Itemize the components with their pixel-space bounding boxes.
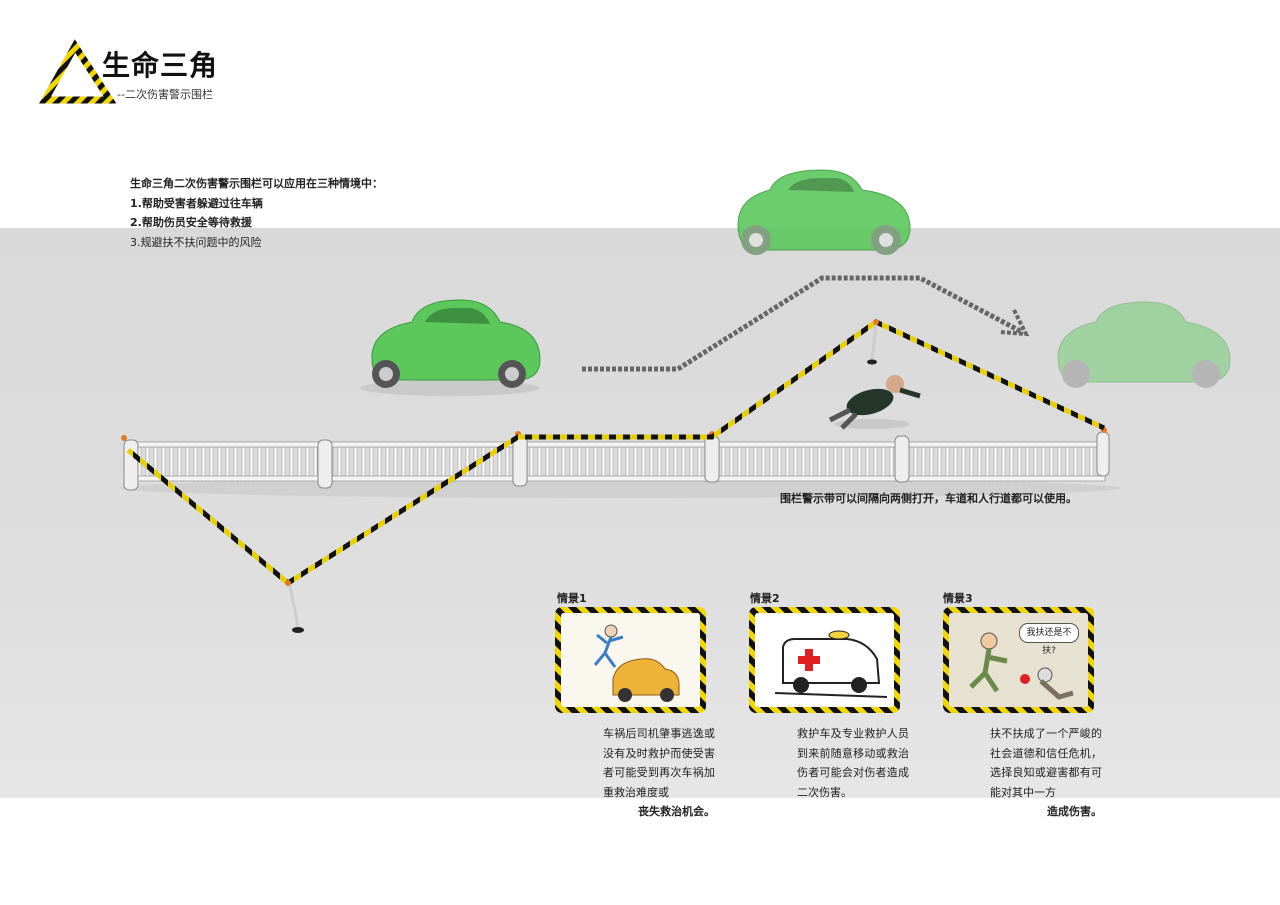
scenario-2-label: 情景2 bbox=[750, 592, 780, 605]
pole-front bbox=[285, 580, 304, 633]
scenario-3-frame: 我扶还是不扶? bbox=[943, 607, 1094, 713]
scenario-3-body: 扶不扶成了一个严峻的社会道德和信任危机，选择良知或避害都有可能对其中一方 bbox=[990, 727, 1102, 799]
intro-heading: 生命三角二次伤害警示围栏可以应用在三种情境中： bbox=[130, 177, 383, 190]
fence bbox=[120, 427, 1120, 498]
car-top bbox=[737, 169, 911, 255]
intro-item: 2.帮助伤员安全等待救援 bbox=[130, 216, 252, 229]
scenario-2-body: 救护车及专业救护人员到来前随意移动或救治伤者可能会对伤者造成二次伤害。 bbox=[797, 727, 909, 799]
scenario-2-text: 救护车及专业救护人员到来前随意移动或救治伤者可能会对伤者造成二次伤害。 bbox=[797, 724, 909, 802]
scenario-3-illustration bbox=[949, 613, 1088, 707]
scenario-1-frame bbox=[555, 607, 706, 713]
intro-list: 生命三角二次伤害警示围栏可以应用在三种情境中： 1.帮助受害者躲避过往车辆 2.… bbox=[130, 174, 383, 252]
scenario-3-label: 情景3 bbox=[943, 592, 973, 605]
car-path-arrow bbox=[582, 275, 1030, 372]
car-right-faded bbox=[1057, 301, 1231, 388]
scenario-1-body: 车祸后司机肇事逃逸或没有及时救护而使受害者可能受到再次车祸加重救治难度或 bbox=[603, 727, 715, 799]
warning-tape bbox=[126, 319, 1106, 587]
page-title: 生命三角 bbox=[102, 49, 219, 82]
injured-person bbox=[828, 375, 921, 430]
scenario-2-illustration bbox=[755, 613, 894, 707]
scenario-3-end: 造成伤害。 bbox=[1047, 805, 1102, 818]
scenario-3-text: 扶不扶成了一个严峻的社会道德和信任危机，选择良知或避害都有可能对其中一方 造成伤… bbox=[990, 724, 1102, 822]
page-subtitle: --二次伤害警示围栏 bbox=[117, 88, 213, 101]
scenario-3-speech-bubble: 我扶还是不扶? bbox=[1019, 623, 1079, 656]
warning-triangle-logo bbox=[39, 39, 117, 104]
intro-item: 1.帮助受害者躲避过往车辆 bbox=[130, 196, 263, 210]
intro-item: 3.规避扶不扶问题中的风险 bbox=[130, 235, 262, 249]
fence-caption: 围栏警示带可以间隔向两侧打开，车道和人行道都可以使用。 bbox=[780, 492, 1077, 505]
scenario-1-illustration bbox=[561, 613, 700, 707]
scenario-1-end: 丧失救治机会。 bbox=[638, 805, 715, 818]
scenario-1-label: 情景1 bbox=[557, 592, 587, 605]
car-left bbox=[360, 299, 541, 396]
scenario-2-frame bbox=[749, 607, 900, 713]
pole-back bbox=[867, 319, 879, 365]
scenario-1-text: 车祸后司机肇事逃逸或没有及时救护而使受害者可能受到再次车祸加重救治难度或 丧失救… bbox=[603, 724, 715, 822]
